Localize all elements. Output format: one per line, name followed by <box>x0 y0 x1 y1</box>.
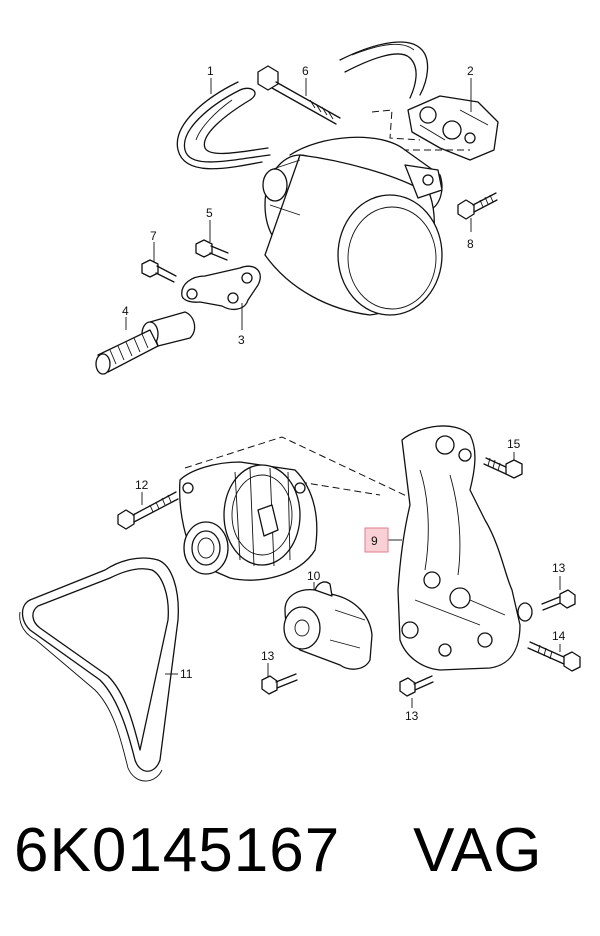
callout-3: 3 <box>238 333 245 347</box>
mounting-bracket-9 <box>397 425 521 671</box>
leader-lines-top <box>125 78 472 330</box>
ribbed-belt-11 <box>19 557 179 782</box>
callout-labels: 1 6 2 5 7 8 4 3 15 12 9 13 10 14 13 11 1… <box>122 64 566 723</box>
part-number-caption: 6K0145167 VAG <box>14 815 542 886</box>
bolt-15 <box>483 457 523 479</box>
callout-13-bottom: 13 <box>405 709 419 723</box>
callout-11: 11 <box>180 667 193 681</box>
dashed-guide-top-1 <box>371 109 421 141</box>
callout-9-highlight <box>364 527 389 553</box>
callout-4: 4 <box>122 304 129 318</box>
callout-13-left: 13 <box>261 649 275 663</box>
callout-5: 5 <box>206 206 213 220</box>
bolt-7 <box>141 259 177 283</box>
bolt-14 <box>527 641 581 672</box>
ribbed-belt-top-right <box>339 41 429 99</box>
callout-1: 1 <box>207 64 214 78</box>
brand-name: VAG <box>413 816 543 885</box>
bolt-6 <box>257 65 341 125</box>
bolt-5 <box>195 239 229 261</box>
spacer-bushing <box>517 602 533 622</box>
caption-spacer <box>340 816 413 885</box>
bracket-plate-3 <box>181 265 261 311</box>
alternator-bottom <box>179 461 318 581</box>
part-number: 6K0145167 <box>14 816 341 885</box>
callout-15: 15 <box>507 437 521 451</box>
callout-13-right: 13 <box>552 561 566 575</box>
leader-lines-bottom <box>141 452 561 708</box>
callout-10: 10 <box>307 569 321 583</box>
callout-2: 2 <box>467 64 474 78</box>
callout-12: 12 <box>135 478 149 492</box>
callout-8: 8 <box>467 237 474 251</box>
callout-6: 6 <box>302 64 309 78</box>
callout-9: 9 <box>371 534 378 548</box>
bolt-13-left <box>261 673 298 695</box>
alternator-top <box>262 136 443 316</box>
bolt-13-right <box>541 589 576 611</box>
tensioner-10 <box>283 581 373 670</box>
bolt-12 <box>117 491 179 530</box>
bracket-2 <box>407 95 499 161</box>
ribbed-belt-top-left <box>176 81 271 170</box>
callout-14: 14 <box>552 629 566 643</box>
dashed-guide-bottom <box>184 436 416 501</box>
callout-7: 7 <box>150 229 157 243</box>
damper-4 <box>95 311 196 375</box>
bolt-8 <box>457 192 498 220</box>
bolt-13-bottom <box>399 675 434 697</box>
